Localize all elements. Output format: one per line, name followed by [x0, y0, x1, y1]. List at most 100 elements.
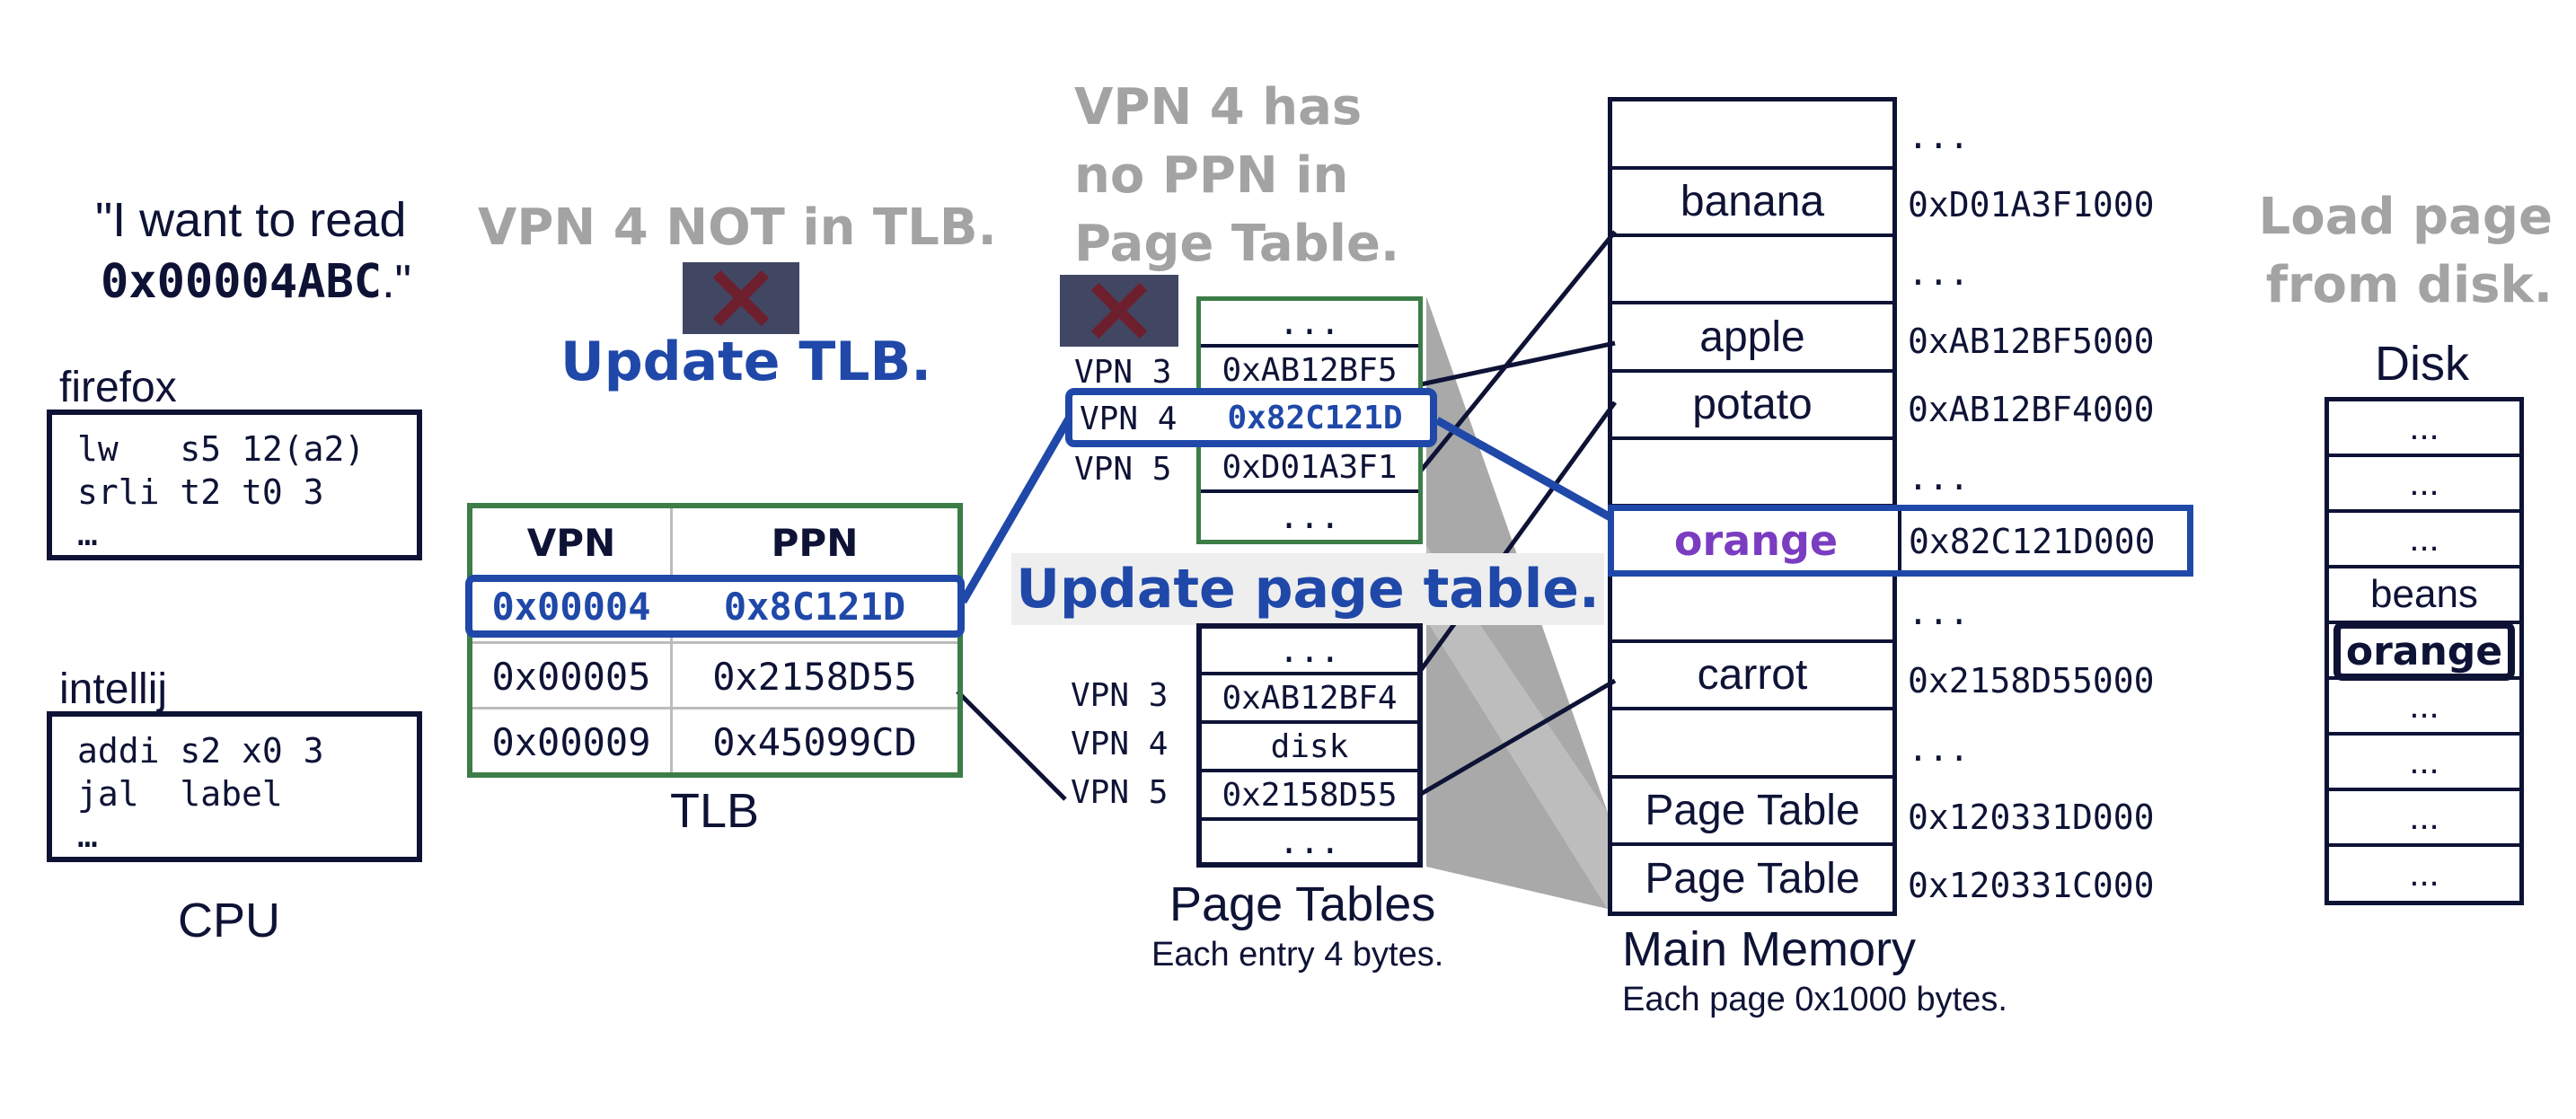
- memory-page: apple: [1612, 304, 1892, 373]
- disk-block: ...: [2409, 853, 2439, 894]
- tlb-cell-ppn: 0x8C121D: [723, 584, 906, 629]
- code-line: jal label: [77, 774, 283, 814]
- tlb-header-vpn: VPN: [526, 520, 616, 565]
- tlb-header-ppn: PPN: [771, 520, 859, 565]
- pt-vpn-label: VPN 3: [1074, 354, 1172, 391]
- memory-page: carrot: [1612, 643, 1892, 710]
- disk-label: Disk: [2375, 337, 2469, 391]
- update-pt-caption: Update page table.: [1011, 553, 1604, 625]
- tlb-column-divider: [670, 508, 673, 772]
- disk-block: ...: [2329, 513, 2519, 568]
- map-line-tlb-row2-ij: [956, 690, 1067, 801]
- pt-vpn-label: VPN 3: [1071, 677, 1169, 714]
- memory-row-highlighted: orange 0x82C121D000: [1608, 505, 2193, 577]
- memory-page: Page Table: [1612, 779, 1892, 846]
- cpu-quote-address: 0x00004ABC: [101, 255, 383, 309]
- pt-entry: 0xD01A3F1: [1201, 445, 1418, 493]
- memory-page-orange: orange: [1673, 516, 1839, 565]
- pt-vpn-label: VPN 5: [1074, 451, 1172, 488]
- pt-miss-caption-line3: Page Table.: [1074, 215, 1400, 273]
- page-tables-sublabel: Each entry 4 bytes.: [1151, 936, 1444, 974]
- memory-address: ...: [1908, 729, 1970, 769]
- cpu-label: CPU: [178, 894, 281, 947]
- highlight-line-pt-mem: [1434, 417, 1619, 524]
- map-line-ij-vpn5-carrot: [1419, 678, 1617, 797]
- memory-page: [1612, 710, 1892, 779]
- memory-page: [1612, 237, 1892, 304]
- memory-address: ...: [1908, 593, 1970, 632]
- process-box-intellij: addi s2 x0 3 jal label …: [47, 711, 422, 862]
- disk-block: ...: [2329, 401, 2519, 457]
- tlb-cell-ppn: 0x2158D55: [712, 654, 917, 699]
- memory-page: [1612, 440, 1892, 507]
- pt-entry: 0x2158D55: [1202, 772, 1417, 821]
- map-line-ij-vpn3-potato: [1418, 401, 1618, 672]
- tlb-label: TLB: [670, 784, 760, 838]
- memory-address: 0x120331C000: [1908, 866, 2155, 905]
- tlb-row-highlighted: 0x00004 0x8C121D: [465, 575, 965, 638]
- process-name-intellij: intellij: [59, 665, 168, 713]
- pt-entry: ...: [1278, 497, 1341, 536]
- code-line: …: [77, 514, 98, 553]
- disk-block: ...: [2329, 791, 2519, 847]
- pt-vpn-label: VPN 4: [1080, 401, 1178, 437]
- disk-block-orange: orange: [2333, 621, 2515, 681]
- load-disk-caption-line1: Load page: [2258, 188, 2553, 246]
- memory-page: potato: [1612, 373, 1892, 440]
- tlb-table: VPN PPN 0x00005 0x2158D55 0x00009 0x4509…: [467, 503, 963, 778]
- code-line: …: [77, 815, 98, 855]
- pt-entry: disk: [1202, 724, 1417, 772]
- memory-address: ...: [1908, 117, 1970, 156]
- main-memory-label: Main Memory: [1622, 922, 1917, 976]
- pt-miss-caption-line2: no PPN in: [1074, 146, 1349, 205]
- cpu-quote-end: .": [382, 256, 411, 308]
- tlb-row-divider: [472, 641, 957, 644]
- pt-miss-x-icon: [1060, 275, 1178, 347]
- tlb-row-divider: [472, 707, 957, 709]
- memory-divider: [1898, 511, 1901, 570]
- memory-address: 0xAB12BF5000: [1908, 322, 2155, 361]
- cpu-quote-line2: 0x00004ABC.": [101, 255, 411, 309]
- disk-block: ...: [2329, 736, 2519, 791]
- code-line: srli t2 t0 3: [77, 472, 324, 512]
- pt-entry: 0xAB12BF4: [1202, 675, 1417, 724]
- tlb-cell-vpn: 0x00004: [491, 584, 651, 629]
- disk-block: ...: [2329, 680, 2519, 736]
- map-line-vpn3-apple: [1420, 340, 1616, 387]
- memory-address: ...: [1908, 253, 1970, 293]
- code-line: addi s2 x0 3: [77, 731, 324, 771]
- disk: ... ... ... beans ... ... ... ...: [2325, 397, 2524, 905]
- pt-vpn-label: VPN 4: [1071, 726, 1169, 762]
- disk-block: beans: [2329, 568, 2519, 624]
- disk-block: ...: [2329, 457, 2519, 513]
- pt-entry-highlighted: VPN 4 0x82C121D: [1065, 388, 1437, 447]
- memory-page: Page Table: [1645, 855, 1860, 903]
- memory-page: [1612, 576, 1892, 643]
- pt-entry-ppn: 0x82C121D: [1227, 399, 1403, 436]
- tlb-cell-vpn: 0x00009: [491, 719, 651, 764]
- pt-entry: ...: [1201, 301, 1418, 348]
- page-tables-label: Page Tables: [1169, 877, 1436, 931]
- tlb-miss-x-icon: [683, 262, 799, 334]
- load-disk-caption-line2: from disk.: [2265, 256, 2553, 314]
- tlb-cell-ppn: 0x45099CD: [712, 719, 917, 764]
- update-tlb-caption: Update TLB.: [560, 330, 932, 393]
- memory-address: ...: [1908, 458, 1970, 498]
- pt-entry: ...: [1202, 629, 1417, 675]
- memory-address: 0x2158D55000: [1908, 661, 2155, 700]
- page-table-wedge-firefox-lower: [1426, 546, 1608, 909]
- memory-address: 0x120331D000: [1908, 797, 2155, 837]
- highlight-line-tlb-pt: [959, 416, 1072, 604]
- process-name-firefox: firefox: [59, 364, 177, 411]
- memory-address: 0x82C121D000: [1909, 522, 2156, 561]
- memory-page: banana: [1612, 170, 1892, 237]
- tlb-miss-caption: VPN 4 NOT in TLB.: [478, 198, 997, 257]
- cpu-quote-line1: "I want to read: [95, 193, 407, 247]
- main-memory-sublabel: Each page 0x1000 bytes.: [1622, 981, 2007, 1018]
- pt-vpn-label: VPN 5: [1071, 774, 1169, 811]
- page-table-intellij: ... 0xAB12BF4 disk 0x2158D55 ...: [1196, 623, 1423, 868]
- memory-page: [1612, 101, 1892, 170]
- pt-miss-caption-line1: VPN 4 has: [1074, 78, 1363, 137]
- pt-entry: ...: [1278, 822, 1341, 861]
- process-box-firefox: lw s5 12(a2) srli t2 t0 3 …: [47, 410, 422, 560]
